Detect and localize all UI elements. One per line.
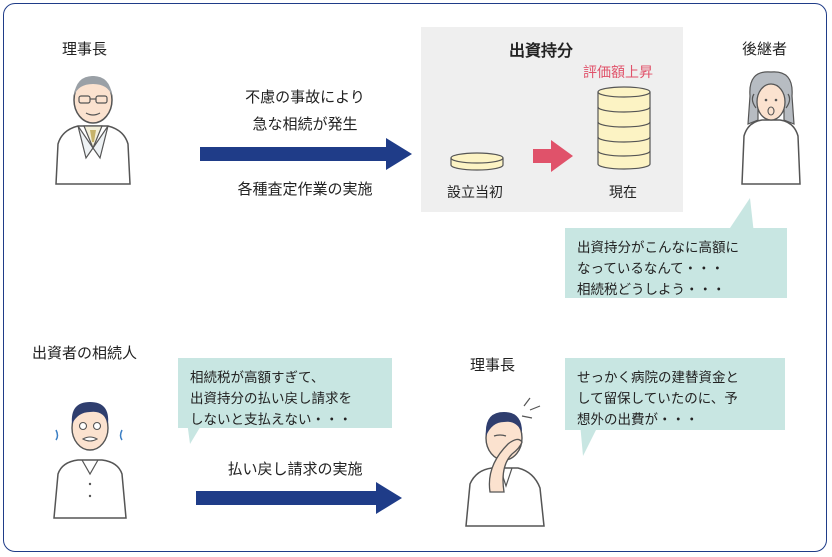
successor-bubble-tail xyxy=(726,198,754,234)
assessment-text: 各種査定作業の実施 xyxy=(237,180,373,198)
successor-speech-bubble: 出資持分がこんなに高額に なっているなんて・・・ 相続税どうしよう・・・ xyxy=(565,228,787,298)
director-speech-bubble: せっかく病院の建替資金と して留保していたのに、予 想外の出費が・・・ xyxy=(565,358,785,430)
coin-stack-icon xyxy=(597,86,651,170)
accident-text-line2: 急な相続が発生 xyxy=(252,115,358,133)
successor-label: 後継者 xyxy=(742,40,788,58)
arrow-bottom xyxy=(196,482,402,514)
elderly-director-illustration xyxy=(55,76,131,185)
outer-frame xyxy=(3,3,827,552)
arrow-top xyxy=(200,138,412,170)
refund-action-text: 払い戻し請求の実施 xyxy=(227,460,363,478)
accident-text-line1: 不慮の事故により xyxy=(245,88,365,106)
at-founding-label: 設立当初 xyxy=(447,185,503,201)
director-label-bottom: 理事長 xyxy=(470,356,516,374)
successor-bubble-line1: 出資持分がこんなに高額に xyxy=(577,240,739,256)
director-label-top: 理事長 xyxy=(62,40,108,58)
valuation-rise-label: 評価額上昇 xyxy=(583,65,653,81)
heir-bubble-line3: しないと支払えない・・・ xyxy=(190,412,352,428)
director-bubble-line3: 想外の出費が・・・ xyxy=(577,412,699,428)
heir-label: 出資者の相続人 xyxy=(32,344,138,362)
heir-bubble-line1: 相続税が高額すぎて、 xyxy=(190,370,325,386)
heir-bubble-line2: 出資持分の払い戻し請求を xyxy=(190,391,352,407)
heir-speech-bubble: 相続税が高額すぎて、 出資持分の払い戻し請求を しないと支払えない・・・ xyxy=(178,358,392,428)
distressed-director-illustration xyxy=(465,397,545,527)
heir-illustration xyxy=(53,402,127,519)
director-bubble-line1: せっかく病院の建替資金と xyxy=(577,370,739,386)
successor-bubble-line2: なっているなんて・・・ xyxy=(577,261,725,277)
worried-successor-illustration xyxy=(741,71,801,185)
current-label: 現在 xyxy=(609,185,637,201)
small-coin-icon xyxy=(450,152,504,171)
panel-title: 出資持分 xyxy=(509,41,574,60)
successor-bubble-line3: 相続税どうしよう・・・ xyxy=(577,282,726,298)
growth-arrow xyxy=(533,140,573,172)
director-bubble-line2: して留保していたのに、予 xyxy=(577,391,738,407)
